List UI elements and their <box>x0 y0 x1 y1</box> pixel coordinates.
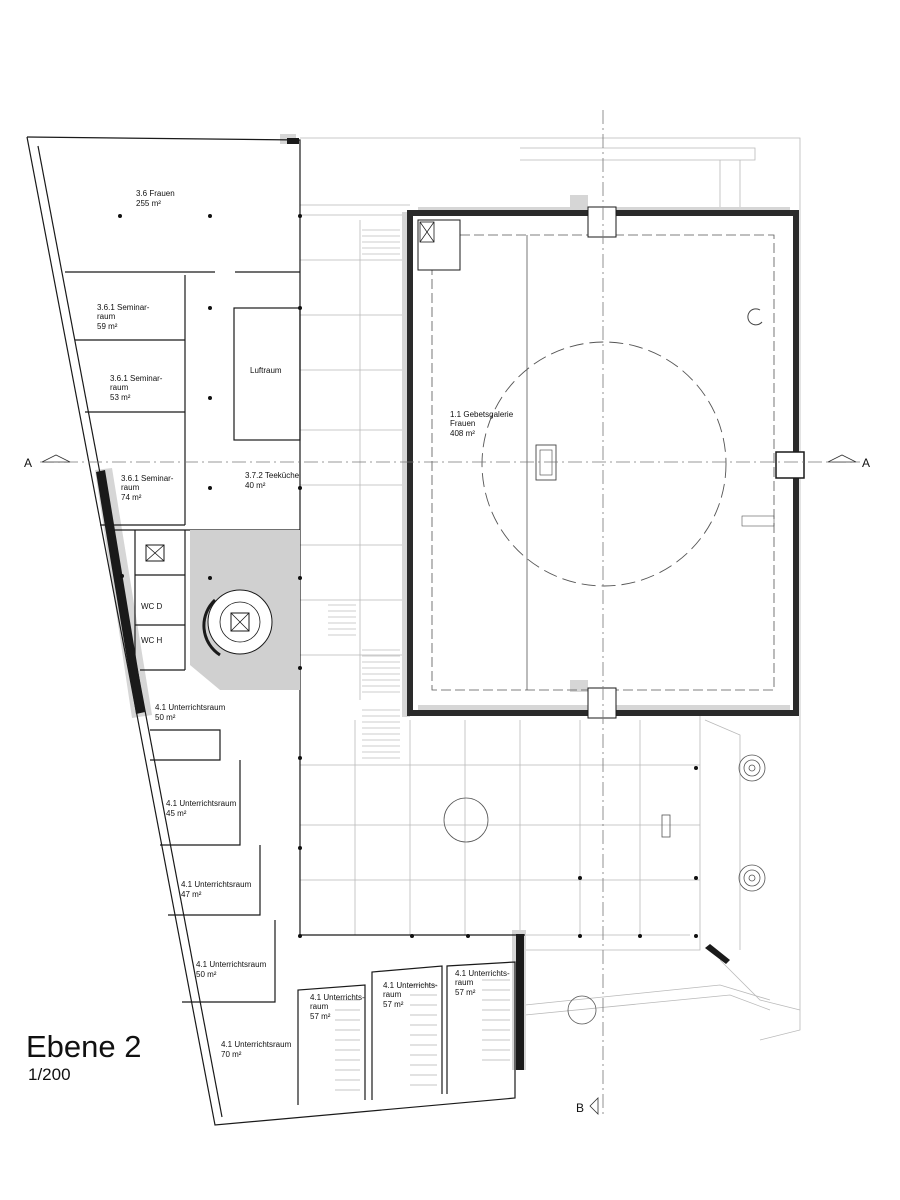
svg-text:A: A <box>24 456 32 470</box>
room-label-seminar-1: 3.6.1 Seminar- raum 59 m² <box>97 303 152 331</box>
section-marker-b: B <box>576 1097 599 1115</box>
courtyard-features <box>443 754 766 1025</box>
room-label-gebetsgalerie: 1.1 Gebetsgalerie Frauen 408 m² <box>450 410 515 438</box>
room-label-unterricht-1: 4.1 Unterrichtsraum 50 m² <box>155 703 227 722</box>
section-marker-a-right: A <box>827 454 870 470</box>
room-label-seminar-2: 3.6.1 Seminar- raum 53 m² <box>110 374 165 402</box>
title-block: Ebene 2 1/200 <box>26 1030 142 1086</box>
classroom-hatching <box>335 979 510 1091</box>
context-lines <box>300 137 801 1041</box>
room-label-frauen: 3.6 Frauen 255 m² <box>136 189 177 208</box>
room-label-unterricht-6: 4.1 Unterrichts- raum 57 m² <box>310 993 367 1021</box>
room-label-teekueche: 3.7.2 Teeküche 40 m² <box>245 471 301 490</box>
room-labels: 3.6 Frauen 255 m² 3.6.1 Seminar- raum 59… <box>97 189 515 1059</box>
section-marker-a-left: A <box>24 454 71 470</box>
room-label-luftraum: Luftraum <box>250 366 282 375</box>
room-label-wc-h: WC H <box>141 636 163 645</box>
svg-text:B: B <box>576 1101 584 1115</box>
room-label-wc-d: WC D <box>141 602 163 611</box>
room-label-unterricht-3: 4.1 Unterrichtsraum 47 m² <box>181 880 253 899</box>
svg-text:A: A <box>862 456 870 470</box>
level-title: Ebene 2 <box>26 1029 142 1064</box>
room-label-unterricht-2: 4.1 Unterrichtsraum 45 m² <box>166 799 238 818</box>
stair-core <box>145 530 300 690</box>
room-label-unterricht-5: 4.1 Unterrichtsraum 70 m² <box>221 1040 293 1059</box>
room-label-unterricht-4: 4.1 Unterrichtsraum 50 m² <box>196 960 268 979</box>
section-axes <box>40 110 860 1115</box>
scale-label: 1/200 <box>28 1065 71 1084</box>
room-label-unterricht-8: 4.1 Unterrichts- raum 57 m² <box>455 969 512 997</box>
gebetsgalerie-walls <box>407 206 805 719</box>
room-label-seminar-3: 3.6.1 Seminar- raum 74 m² <box>121 474 176 502</box>
thick-walls <box>96 138 730 1070</box>
column-dots <box>118 214 698 938</box>
corridor-stairs <box>328 229 400 759</box>
room-label-unterricht-7: 4.1 Unterrichts- raum 57 m² <box>383 981 440 1009</box>
